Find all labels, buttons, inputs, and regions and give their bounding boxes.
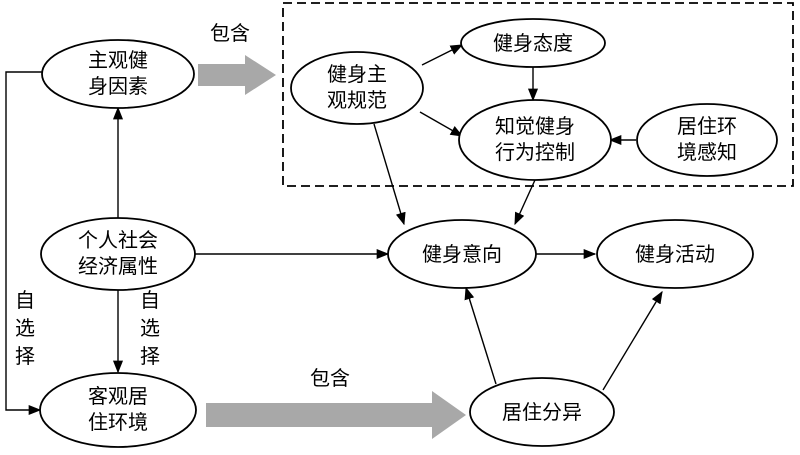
node-line: 健身主: [327, 62, 387, 86]
node-socioeconomic: 个人社会 经济属性: [40, 217, 196, 291]
dashed-group-box: [282, 2, 794, 187]
label-char: 自: [140, 288, 160, 312]
node-fitness-norms: 健身主 观规范: [290, 51, 424, 125]
contains-arrow-top: [198, 55, 276, 95]
node-line: 知觉健身: [495, 114, 575, 138]
node-line: 健身态度: [493, 31, 573, 55]
edge-differentiation-to-activity: [602, 290, 663, 391]
node-line: 健身意向: [422, 242, 502, 266]
label-self-select-left: 自 选 择: [15, 288, 35, 368]
node-line: 居住环: [677, 114, 737, 138]
node-line: 客观居: [88, 384, 148, 408]
node-line: 居住分异: [502, 400, 582, 424]
node-fitness-activity: 健身活动: [596, 219, 754, 289]
label-char: 选: [140, 316, 160, 340]
edge-differentiation-to-intention: [464, 286, 497, 385]
edge-norms-to-attitude: [421, 44, 464, 66]
edge-norms-to-intention: [373, 123, 406, 226]
node-line: 主观健: [88, 48, 148, 72]
node-line: 观规范: [327, 88, 387, 112]
node-fitness-attitude: 健身态度: [460, 18, 606, 68]
label-char: 自: [15, 288, 35, 312]
label-char: 择: [15, 344, 35, 368]
node-line: 经济属性: [78, 254, 158, 278]
node-line: 身因素: [88, 74, 148, 98]
label-char: 选: [15, 316, 35, 340]
label-char: 择: [140, 344, 160, 368]
node-fitness-intention: 健身意向: [387, 219, 537, 289]
node-subjective-factors: 主观健 身因素: [41, 39, 195, 109]
node-perceived-control: 知觉健身 行为控制: [458, 99, 612, 181]
contains-arrow-bottom: [206, 391, 466, 439]
label-contains-bottom: 包含: [310, 366, 350, 390]
node-line: 个人社会: [78, 228, 158, 252]
edge-control-to-intention: [514, 179, 536, 226]
label-contains-top: 包含: [210, 21, 250, 45]
node-residential-perception: 居住环 境感知: [636, 103, 778, 177]
edge-norms-to-control: [419, 111, 464, 137]
node-line: 行为控制: [495, 140, 575, 164]
node-line: 健身活动: [635, 242, 715, 266]
node-residential-differentiation: 居住分异: [469, 377, 615, 447]
node-line: 住环境: [88, 410, 148, 434]
label-self-select-mid: 自 选 择: [140, 288, 160, 368]
edge-self-select-left: [5, 71, 46, 416]
node-line: 境感知: [677, 140, 737, 164]
node-objective-environment: 客观居 住环境: [39, 372, 197, 448]
